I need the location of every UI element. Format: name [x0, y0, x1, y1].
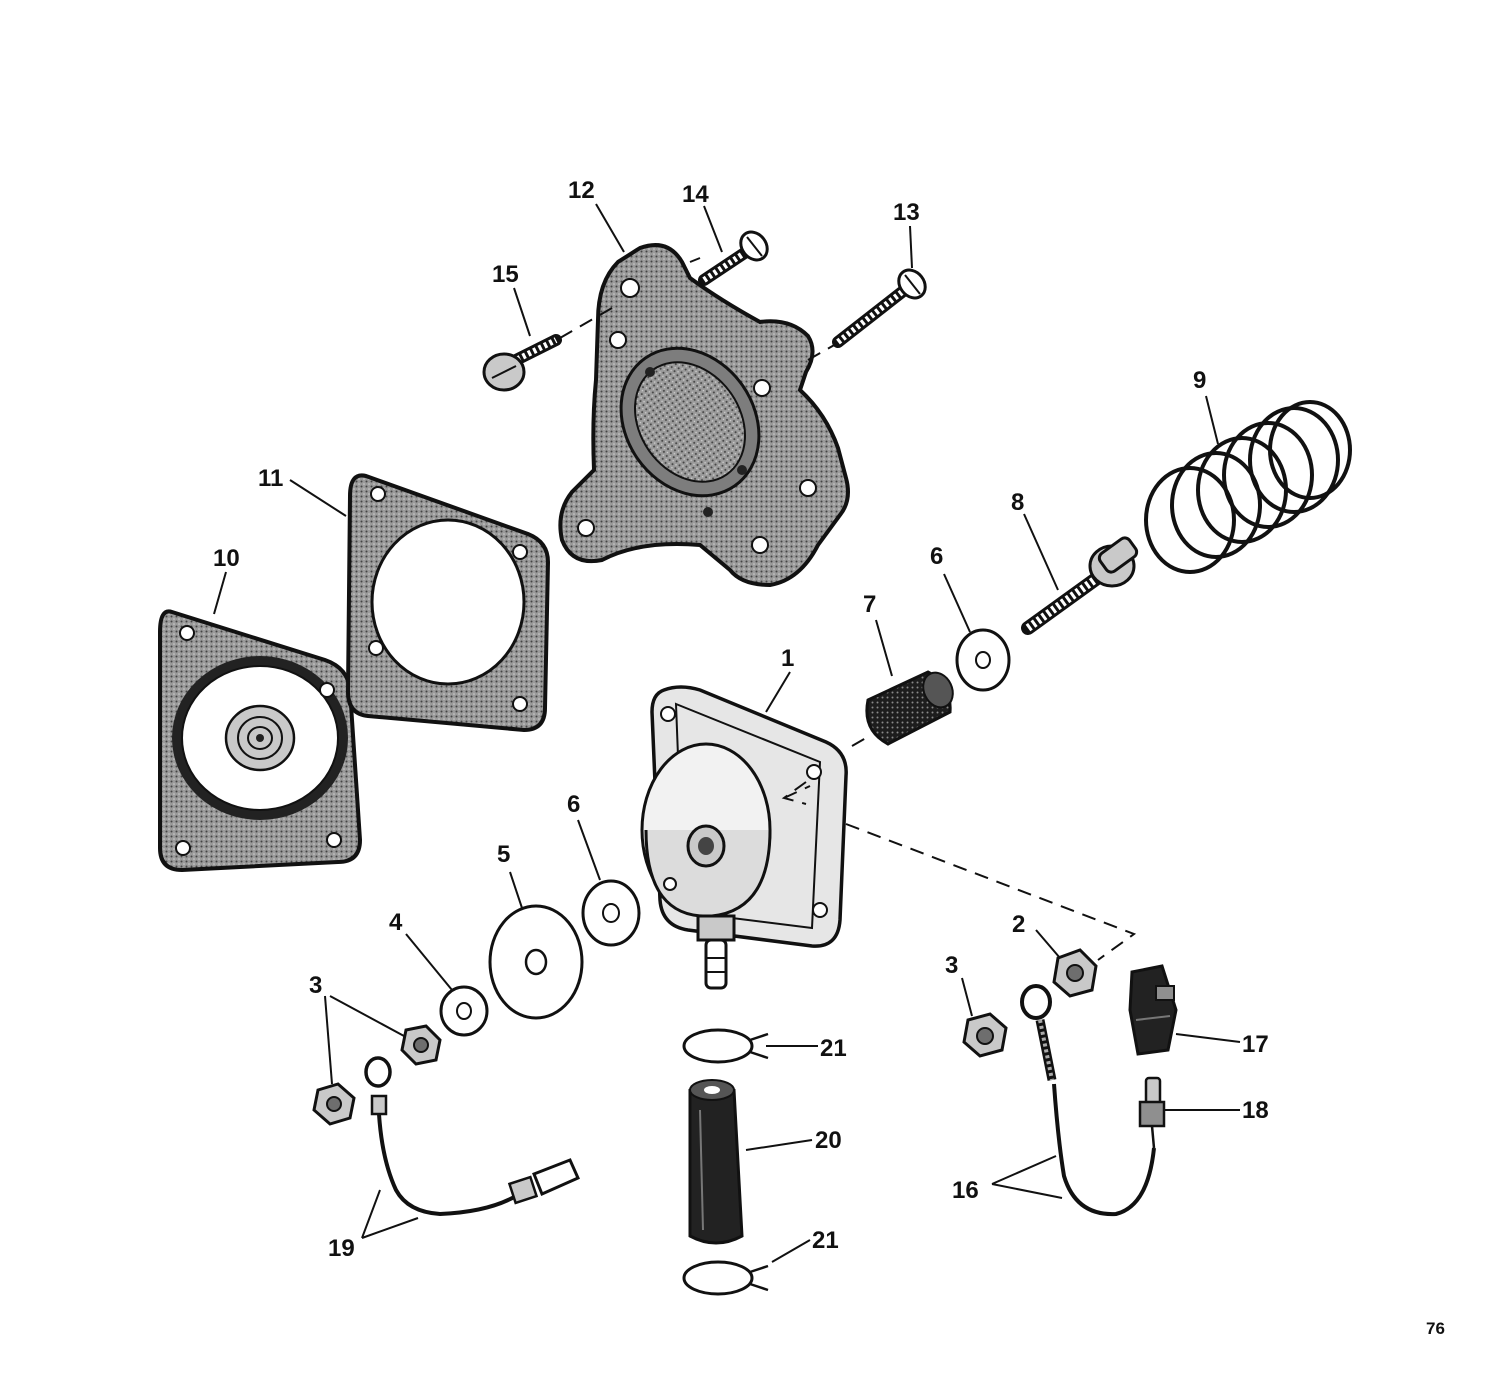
callout-4: 4 — [389, 909, 403, 936]
callout-14: 14 — [682, 181, 709, 208]
part-3-nut-left-a — [400, 1024, 442, 1066]
callout-9: 9 — [1193, 367, 1206, 394]
callout-5: 5 — [497, 841, 510, 868]
callout-13: 13 — [893, 199, 920, 226]
part-21-clamp-upper — [682, 1028, 769, 1064]
part-14-screw — [698, 230, 769, 286]
callout-11: 11 — [258, 465, 283, 492]
callout-1: 1 — [781, 645, 794, 672]
page-number: 76 — [1426, 1319, 1445, 1338]
callout-7: 7 — [863, 591, 876, 618]
alignment-line-7 — [851, 737, 867, 747]
callout-6-upper: 6 — [930, 543, 943, 570]
callout-16: 16 — [952, 1177, 979, 1204]
alignment-line-stud — [783, 785, 1137, 961]
part-18-terminal — [1138, 1076, 1166, 1149]
callout-8: 8 — [1011, 489, 1024, 516]
alignment-line-stud-arrow — [781, 781, 807, 805]
callout-19: 19 — [328, 1235, 355, 1262]
part-4-washer — [439, 985, 489, 1037]
part-20-hose — [688, 1079, 744, 1245]
part-10-diaphragm — [158, 609, 363, 873]
part-19-wire-lead — [364, 1056, 580, 1217]
part-15-screw — [482, 334, 562, 392]
callout-18: 18 — [1242, 1097, 1269, 1124]
callout-21-lower: 21 — [812, 1227, 839, 1254]
part-2-nut — [1052, 948, 1098, 998]
part-12-pump-cover — [558, 243, 850, 588]
part-9-spring — [1144, 400, 1352, 574]
callout-12: 12 — [568, 177, 595, 204]
part-17-connector — [1128, 964, 1178, 1056]
part-8-bolt — [1021, 536, 1139, 635]
callout-3-right: 3 — [945, 952, 958, 979]
part-7-filter-screen — [865, 670, 954, 746]
part-21-clamp-lower — [682, 1260, 769, 1296]
part-16-wire-lead — [1020, 984, 1156, 1217]
callout-2: 2 — [1012, 911, 1025, 938]
part-6-washer-upper — [955, 628, 1011, 692]
alignment-line-15 — [559, 307, 613, 339]
part-5-plate-washer — [488, 904, 584, 1020]
callout-17: 17 — [1242, 1031, 1269, 1058]
part-6-washer-lower — [581, 879, 641, 947]
callout-20: 20 — [815, 1127, 842, 1154]
part-13-screw — [832, 268, 927, 348]
part-1-pump-body — [640, 685, 848, 990]
alignment-line-14 — [689, 257, 701, 263]
callout-21-upper: 21 — [820, 1035, 847, 1062]
part-3-nut-left-b — [312, 1082, 356, 1126]
callout-10: 10 — [213, 545, 240, 572]
callout-3-left: 3 — [309, 972, 322, 999]
part-11-gasket — [345, 473, 551, 733]
callout-6-lower: 6 — [567, 791, 580, 818]
part-3-nut-right — [962, 1012, 1008, 1058]
alignment-line-13 — [807, 343, 837, 361]
callout-15: 15 — [492, 261, 519, 288]
